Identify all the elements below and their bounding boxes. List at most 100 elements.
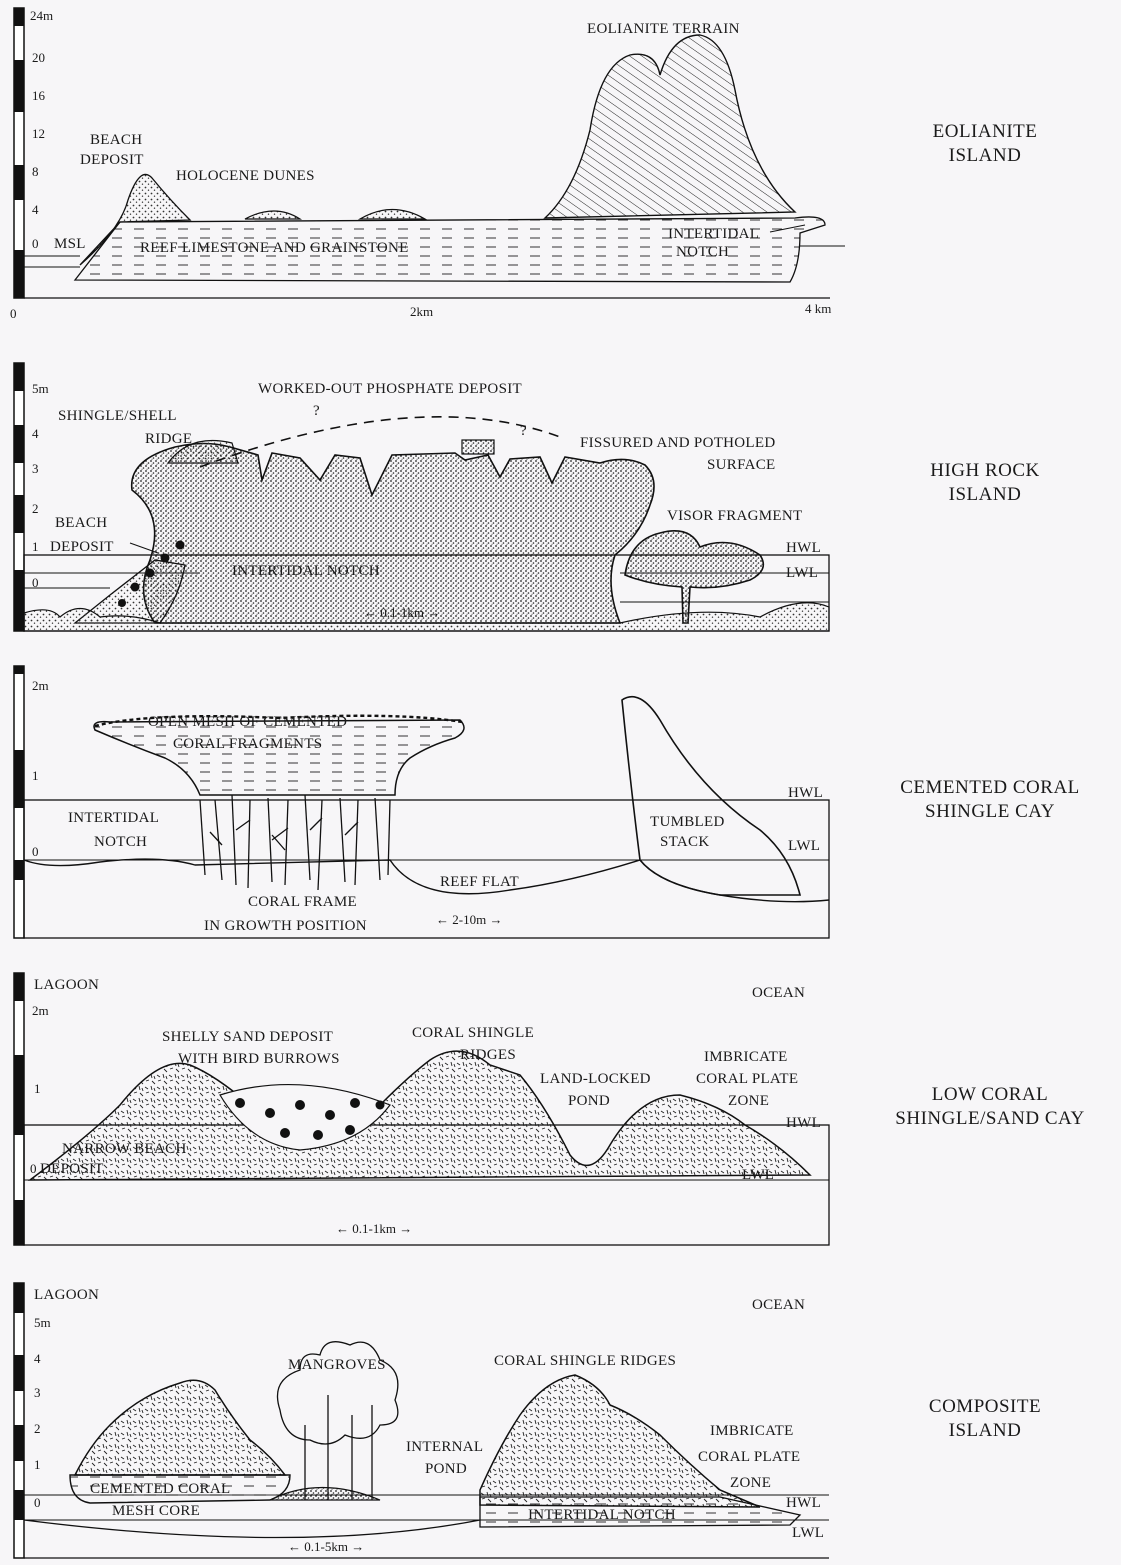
label-hwl: HWL [786,1115,821,1131]
title-cemented-coral-cay: CEMENTED CORAL SHINGLE CAY [880,776,1100,824]
eolianite-island-panel: 24m 20 16 12 8 4 0 EOLIANITE TERRAIN BEA… [0,0,1121,330]
scale-tick-2m: 2m [32,1003,49,1018]
title-low-coral-cay: LOW CORAL SHINGLE/SAND CAY [870,1083,1110,1131]
label-shelly-sand: SHELLY SAND DEPOSIT [162,1029,333,1045]
label-zone: ZONE [728,1093,769,1109]
scale-tick-2: 2 [32,501,39,516]
lagoon-shingle-ridge [75,1380,285,1475]
internal-pond-floor [24,1520,480,1538]
scale-tick-1: 1 [32,539,39,554]
scale-tick-5m: 5m [34,1315,51,1330]
label-open-mesh: OPEN MESH OF CEMENTED [148,714,347,730]
label-lagoon: LAGOON [34,977,99,993]
title-line: ISLAND [900,1419,1070,1443]
label-surface: SURFACE [707,457,776,473]
label-ridge: RIDGE [145,431,192,447]
label-ocean: OCEAN [752,985,805,1001]
scale-tick-1: 1 [34,1457,41,1472]
high-rock-section-diagram: 5m 4 3 2 1 0 WORKED-OUT PHOSPHATE DEPOSI… [0,355,860,640]
label-stack: STACK [660,834,709,850]
label-beach: BEACH [55,515,107,531]
scale-tick-0: 0 [32,236,39,251]
label-lagoon: LAGOON [34,1287,99,1303]
label-hwl: HWL [786,540,821,556]
scale-tick-4: 4 [32,426,39,441]
scale-tick-12: 12 [32,126,45,141]
low-coral-cay-panel: 2m 1 0 LAGOON OCEAN SHELLY SAND DEPOSIT … [0,965,1121,1255]
holocene-dune [245,211,300,219]
label-reef-flat: REEF FLAT [440,874,519,890]
label-msl: MSL [54,236,86,252]
scale-tick-16: 16 [32,88,46,103]
scale-tick-0: 0 [32,844,39,859]
label-coral-plate: CORAL PLATE [696,1071,798,1087]
label-coral-shingle-ridges: CORAL SHINGLE RIDGES [494,1353,676,1369]
label-question: ? [313,403,320,419]
cemented-mesh-platform [94,720,464,795]
cemented-coral-section-diagram: 2m 1 0 OPEN MESH OF CEMENTED CORAL FRAGM… [0,660,860,940]
visor-fragment [625,531,763,623]
label-zone: ZONE [730,1475,771,1491]
scale-tick-24: 24m [30,8,53,23]
label-reef-limestone: REEF LIMESTONE AND GRAINSTONE [140,240,409,256]
title-high-rock-island: HIGH ROCK ISLAND [900,459,1070,507]
x-axis-4km: 4 km [805,301,831,316]
label-ridges: RIDGES [460,1047,516,1063]
label-intertidal-notch: INTERTIDAL NOTCH [232,563,380,579]
composite-island-panel: 5m 4 3 2 1 0 LAGOON OCEAN MANGROVES CORA… [0,1275,1121,1560]
label-imbricate: IMBRICATE [710,1423,794,1439]
label-notch: NOTCH [94,834,147,850]
scale-tick-20: 20 [32,50,45,65]
cemented-coral-cay-panel: 2m 1 0 OPEN MESH OF CEMENTED CORAL FRAGM… [0,660,1121,940]
vertical-scale-bar: 5m 4 3 2 1 0 [14,1283,51,1558]
title-eolianite-island: EOLIANITE ISLAND [900,120,1070,168]
scale-tick-4: 4 [34,1351,41,1366]
label-deposit: DEPOSIT [80,152,144,168]
label-intertidal-notch: INTERTIDAL NOTCH [528,1507,676,1523]
label-notch: NOTCH [676,244,729,260]
label-mangroves: MANGROVES [288,1357,386,1373]
cay-shingle-body [30,1051,810,1180]
label-lwl: LWL [786,565,818,581]
vertical-scale-bar: 2m 1 0 [14,666,49,938]
scale-arrow-label: ← 2-10m → [436,912,502,927]
scale-tick-1: 1 [32,768,39,783]
x-axis-2km: 2km [410,304,433,319]
scale-tick-0: 0 [30,1161,37,1176]
label-lwl: LWL [742,1167,774,1183]
label-coral-shingle: CORAL SHINGLE [412,1025,534,1041]
label-intertidal: INTERTIDAL [668,226,759,242]
title-line: ISLAND [900,144,1070,168]
scale-tick-2m: 2m [32,678,49,693]
label-mesh-core: MESH CORE [112,1503,200,1519]
label-phosphate: WORKED-OUT PHOSPHATE DEPOSIT [258,381,522,397]
label-eolianite-terrain: EOLIANITE TERRAIN [587,21,740,37]
scale-arrow-label: ← 0.1-5km → [288,1539,364,1554]
label-shingle-shell: SHINGLE/SHELL [58,408,177,424]
holocene-dune [360,210,425,220]
scale-tick-4: 4 [32,202,39,217]
title-line: SHINGLE CAY [880,800,1100,824]
title-line: SHINGLE/SAND CAY [870,1107,1110,1131]
tumbled-stack [622,697,800,895]
title-line: CEMENTED CORAL [880,776,1100,800]
scale-arrow-label: ← 0.1-1km → [336,1221,412,1236]
title-line: ISLAND [900,483,1070,507]
label-ocean: OCEAN [752,1297,805,1313]
phosphate-block [462,440,494,454]
vertical-scale-bar: 5m 4 3 2 1 0 [14,363,49,631]
label-holocene-dunes: HOLOCENE DUNES [176,168,315,184]
eolianite-terrain [545,35,795,218]
vertical-scale-bar: 2m 1 0 [14,973,49,1245]
reef-flat-surface [24,859,829,902]
coral-frame-branches [200,795,390,890]
label-beach: BEACH [90,132,142,148]
scale-tick-0: 0 [34,1495,41,1510]
label-coral-frame: CORAL FRAME [248,894,357,910]
label-narrow-beach: NARROW BEACH [62,1141,187,1157]
composite-section-diagram: 5m 4 3 2 1 0 LAGOON OCEAN MANGROVES CORA… [0,1275,860,1560]
scale-tick-1: 1 [34,1081,41,1096]
scale-tick-3: 3 [34,1385,41,1400]
scale-tick-5m: 5m [32,381,49,396]
title-line: LOW CORAL [870,1083,1110,1107]
